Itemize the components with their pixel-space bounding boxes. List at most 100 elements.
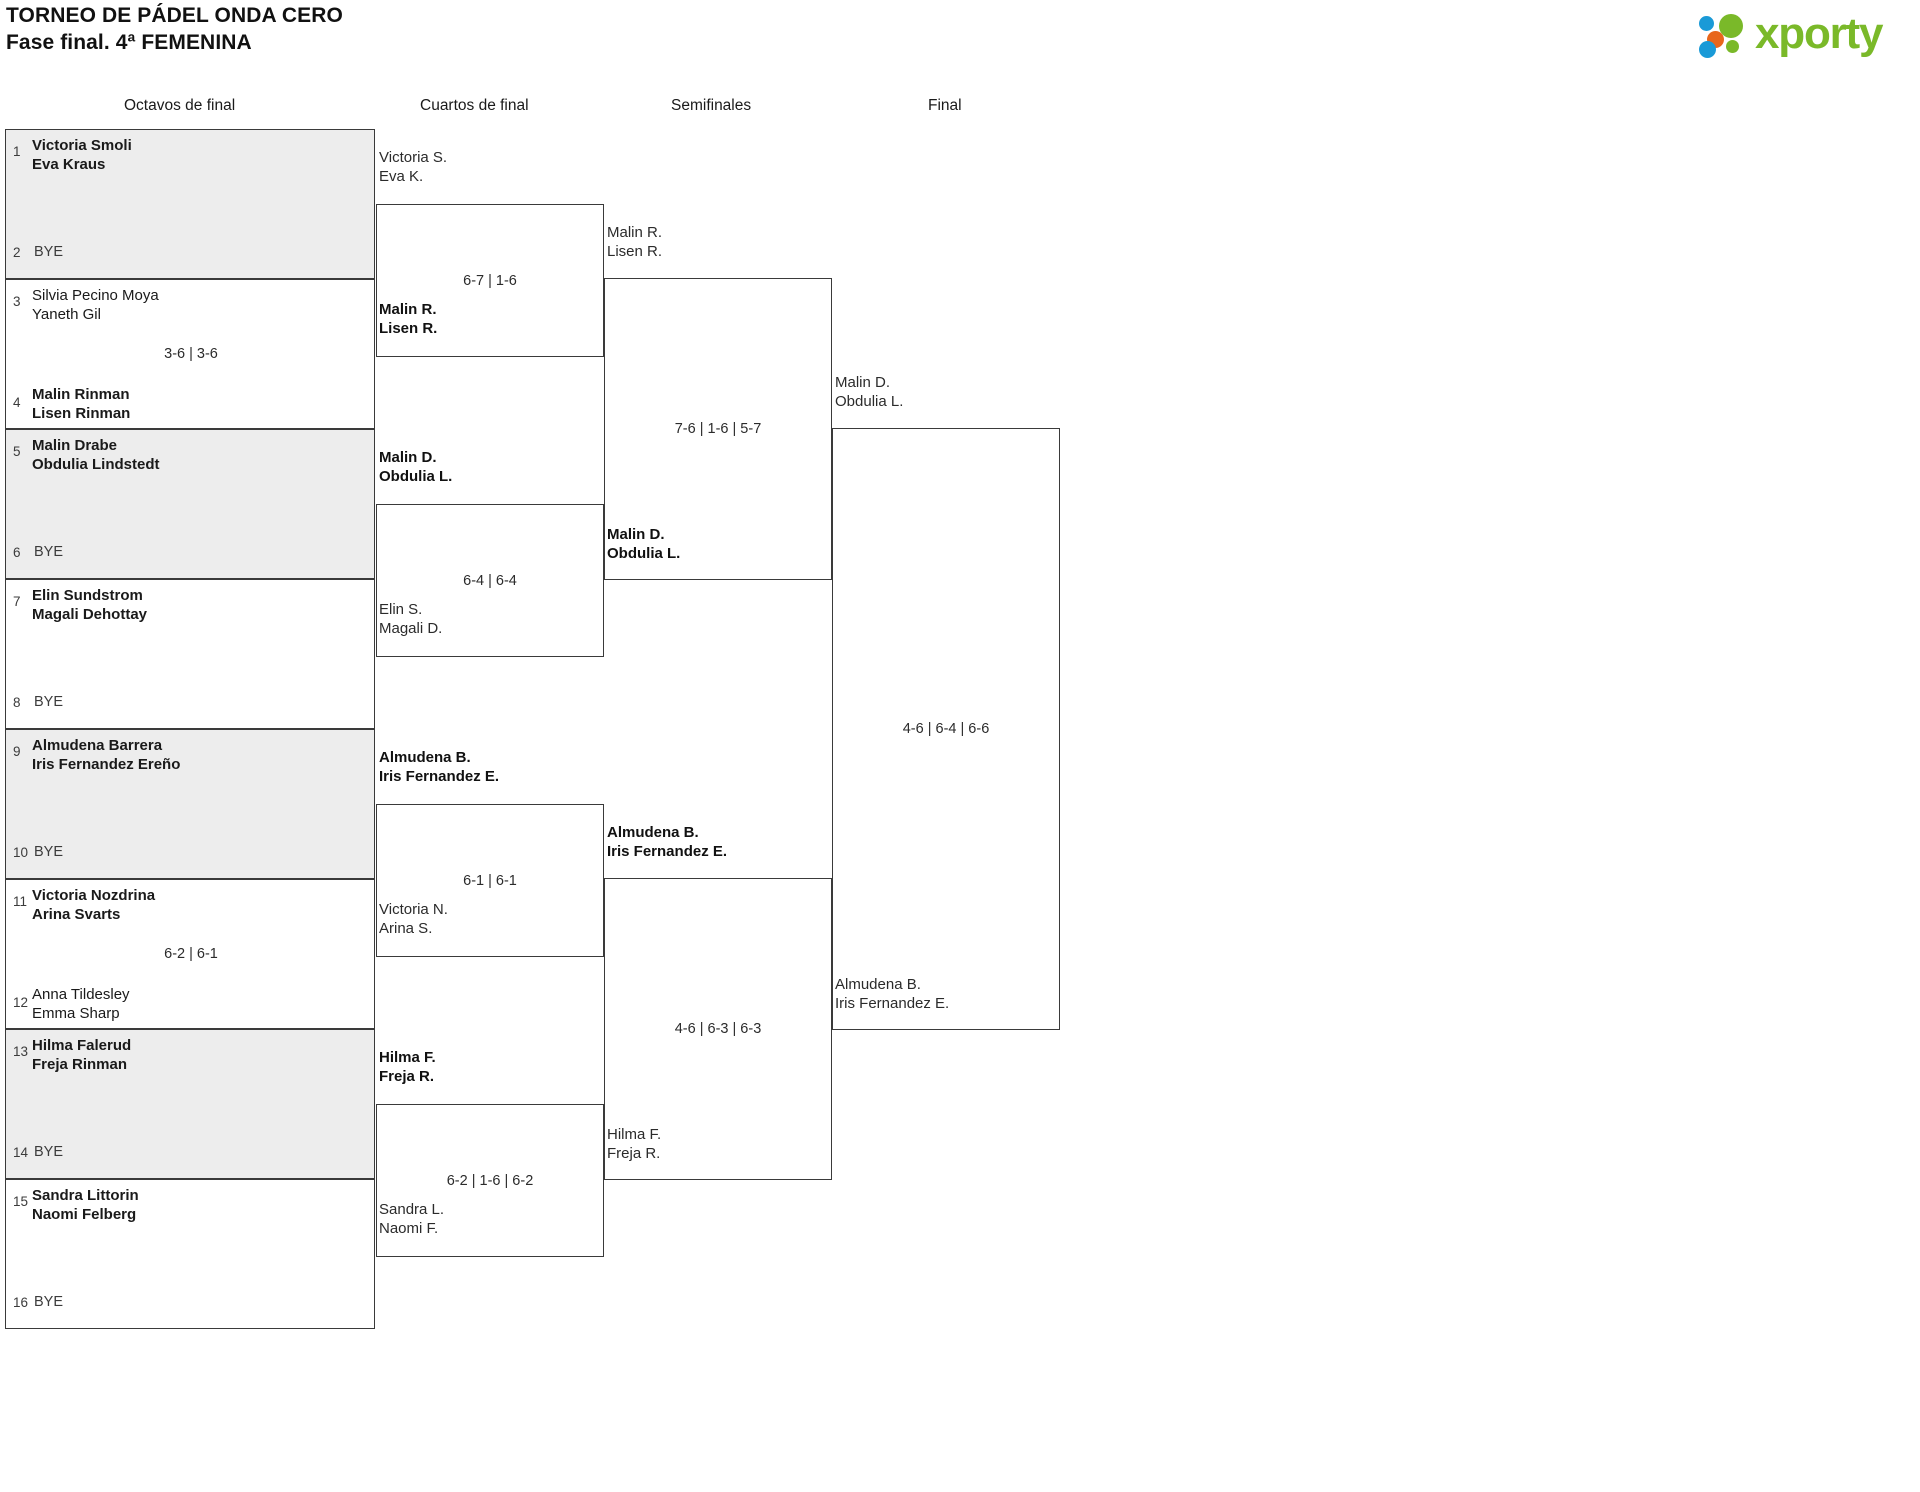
qf-match-team-top-1: Victoria S.Eva K. xyxy=(379,148,447,186)
qf-match-team-top-3: Almudena B. Iris Fernandez E. xyxy=(379,748,499,786)
qf-match-box-3 xyxy=(376,804,604,957)
qf-match-team-top-2: Malin D.Obdulia L. xyxy=(379,448,452,486)
team-player-1: Anna Tildesley xyxy=(32,986,130,1003)
team-player-1: Victoria N. xyxy=(379,901,448,918)
seed-number: 6 xyxy=(13,545,21,560)
team-player-1: Almudena Barrera xyxy=(32,737,163,754)
logo-dots-icon xyxy=(1699,14,1757,58)
team-player-1: Sandra L. xyxy=(379,1201,445,1218)
team-player-1: Malin R. xyxy=(607,224,663,241)
team-player-2: Eva K. xyxy=(379,168,424,185)
seed-number: 9 xyxy=(13,744,21,759)
round-header-octavos: Octavos de final xyxy=(124,97,236,114)
sf-match-box-1 xyxy=(604,278,832,580)
sf-match-score-2: 4-6 | 6-3 | 6-3 xyxy=(674,1021,762,1037)
team-player-2: Freja R. xyxy=(607,1145,661,1162)
team-player-1: Hilma F. xyxy=(607,1126,662,1143)
qf-match-score-3: 6-1 | 6-1 xyxy=(463,872,517,889)
team-player-1: Malin R. xyxy=(379,301,437,318)
team-player-2: Obdulia Lindstedt xyxy=(32,456,160,473)
seed-number: 10 xyxy=(13,845,29,860)
team-player-2: Obdulia L. xyxy=(835,393,904,410)
sf-match-box-2 xyxy=(604,878,832,1180)
seed-number: 13 xyxy=(13,1044,29,1059)
team-player-1: Hilma Falerud xyxy=(32,1037,132,1054)
team-player-2: Lisen Rinman xyxy=(32,405,131,422)
team-player-1: Victoria Nozdrina xyxy=(32,887,156,904)
team-player-2: Freja Rinman xyxy=(32,1056,128,1073)
qf-match-score-1: 6-7 | 1-6 xyxy=(463,272,517,289)
team-player-2: Iris Fernandez Ereño xyxy=(32,756,181,773)
team-player-1: Almudena B. xyxy=(835,976,921,993)
qf-match-team-bottom-3: Victoria N. Arina S. xyxy=(379,900,448,938)
team-player-2: Iris Fernandez E. xyxy=(835,995,950,1012)
team-player-1: Elin Sundstrom xyxy=(32,587,143,604)
team-player-1: Hilma F. xyxy=(379,1049,436,1066)
team-player-1: Malin Rinman xyxy=(32,386,130,403)
qf-match-team-bottom-4: Sandra L. Naomi F. xyxy=(379,1200,444,1238)
qf-match-box-4 xyxy=(376,1104,604,1257)
seed-number: 5 xyxy=(13,444,21,459)
seed-number: 8 xyxy=(13,695,21,710)
team-player-1: Malin Drabe xyxy=(32,437,118,454)
tournament-subtitle: Fase final. 4ª FEMENINA xyxy=(6,31,252,54)
xporty-logo[interactable]: xporty xyxy=(1699,8,1909,60)
r1-team-bottom-bye: BYE xyxy=(34,1294,64,1310)
qf-match-team-bottom-2: Elin S. Magali D. xyxy=(379,600,442,638)
r1-match-score: 3-6 | 3-6 xyxy=(164,346,218,362)
seed-number: 1 xyxy=(13,144,21,159)
team-player-1: Malin D. xyxy=(607,526,665,543)
seed-number: 4 xyxy=(13,395,21,410)
tournament-title: TORNEO DE PÁDEL ONDA CERO xyxy=(6,4,343,27)
sf-match-score-1: 7-6 | 1-6 | 5-7 xyxy=(674,421,762,437)
seed-number: 14 xyxy=(13,1145,29,1160)
seed-number: 2 xyxy=(13,245,21,260)
title-block: TORNEO DE PÁDEL ONDA CERO Fase final. 4ª… xyxy=(6,2,343,56)
team-player-2: Iris Fernandez E. xyxy=(379,768,500,785)
r1-team-bottom-bye: BYE xyxy=(34,544,64,560)
sf-match-team-top-2: Almudena B. Iris Fernandez E. xyxy=(607,823,727,861)
team-player-2: Magali Dehottay xyxy=(32,606,148,623)
final-match-score-1: 4-6 | 6-4 | 6-6 xyxy=(902,721,990,737)
team-player-2: Obdulia L. xyxy=(607,545,681,562)
round-header-final: Final xyxy=(928,97,962,114)
r1-team-bottom-bye: BYE xyxy=(34,244,64,260)
team-player-1: Almudena B. xyxy=(607,824,699,841)
team-player-1: Almudena B. xyxy=(379,749,471,766)
team-player-2: Eva Kraus xyxy=(32,156,106,173)
seed-number: 11 xyxy=(13,894,28,909)
team-player-2: Lisen R. xyxy=(379,320,438,337)
final-match-team-bottom-1: Almudena B. Iris Fernandez E. xyxy=(835,975,949,1013)
seed-number: 7 xyxy=(13,594,21,609)
qf-match-score-4: 6-2 | 1-6 | 6-2 xyxy=(446,1172,534,1189)
team-player-2: Iris Fernandez E. xyxy=(607,843,728,860)
qf-match-team-top-4: Hilma F. Freja R. xyxy=(379,1048,436,1086)
team-player-2: Arina S. xyxy=(379,920,433,937)
team-player-2: Naomi F. xyxy=(379,1220,439,1237)
team-player-2: Freja R. xyxy=(379,1068,435,1085)
team-player-2: Obdulia L. xyxy=(379,468,453,485)
final-match-team-top-1: Malin D.Obdulia L. xyxy=(835,373,903,411)
r1-team-bottom-bye: BYE xyxy=(34,844,64,860)
qf-match-box-2 xyxy=(376,504,604,657)
team-player-1: Silvia Pecino Moya xyxy=(32,287,159,304)
team-player-2: Magali D. xyxy=(379,620,443,637)
team-player-1: Elin S. xyxy=(379,601,423,618)
round-header-cuartos: Cuartos de final xyxy=(420,97,529,114)
qf-match-score-2: 6-4 | 6-4 xyxy=(463,572,517,589)
